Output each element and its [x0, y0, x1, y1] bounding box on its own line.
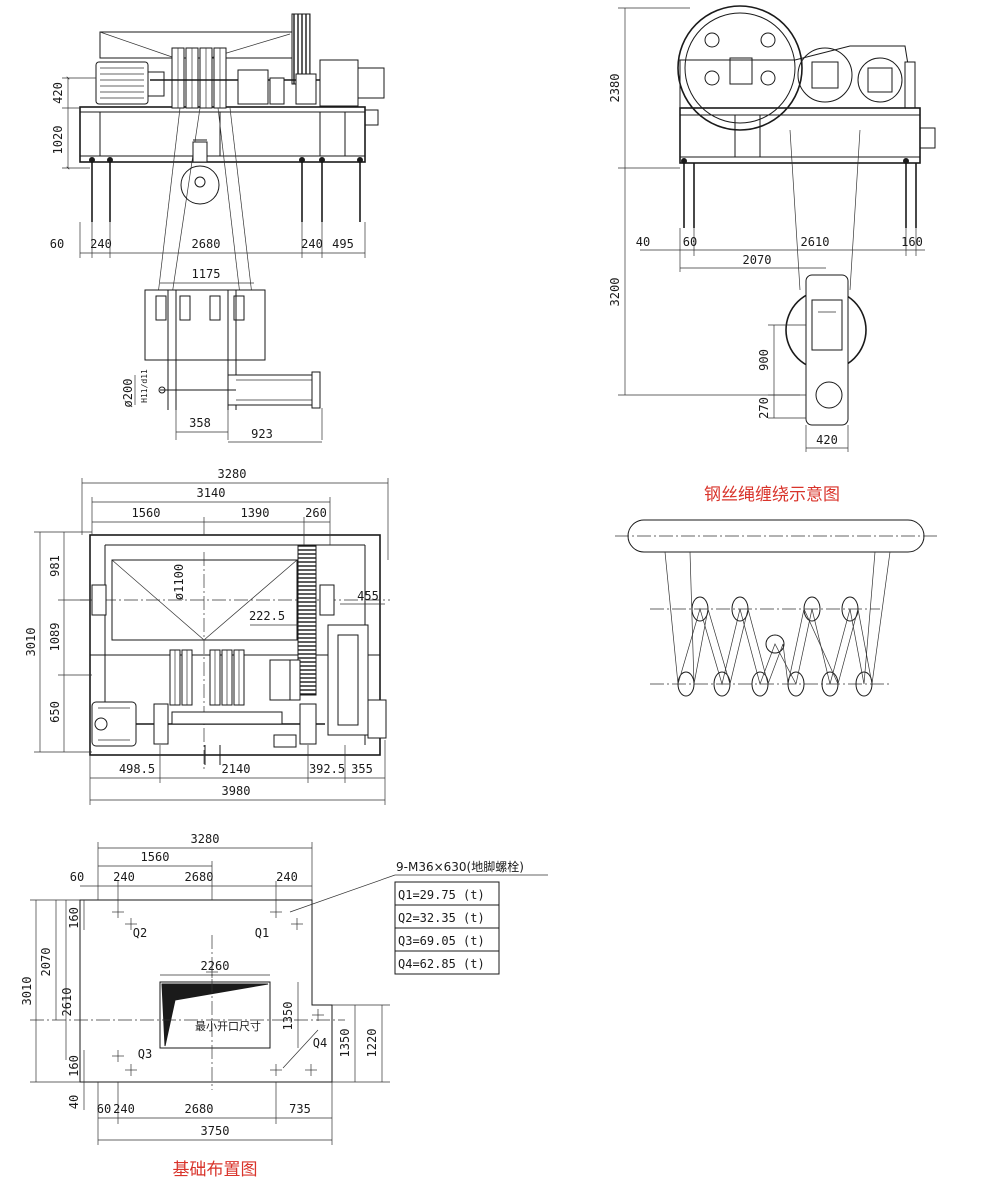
front-dim-h-1: 240 — [90, 237, 112, 251]
point-label-q4: Q4 — [313, 1036, 327, 1050]
plan-dim-left-3: 650 — [48, 701, 62, 723]
front-drums — [171, 47, 227, 109]
found-dim-right-2: 1220 — [365, 1029, 379, 1058]
plan-motor — [91, 701, 137, 747]
foundation-layout: 基础布置图 最小开口尺寸 Q2 Q1 Q3 Q4 — [20, 832, 548, 1180]
side-dim-40: 40 — [636, 235, 650, 249]
found-dim-top-2: 60 — [70, 870, 84, 884]
plan-dim-top-4: 260 — [305, 506, 327, 520]
front-dim-v-1: 1020 — [51, 126, 65, 155]
foundation-title: 基础布置图 — [173, 1160, 258, 1180]
front-dim-v-0: 420 — [51, 82, 65, 104]
plan-view: 3280 3140 1560 1390 260 3010 981 1089 65… — [24, 467, 390, 805]
found-dim-bottom-2: 2680 — [185, 1102, 214, 1116]
found-dim-left-2: 2070 — [39, 948, 53, 977]
side-dim-2070: 2070 — [743, 253, 772, 267]
found-dim-right-1: 1350 — [338, 1029, 352, 1058]
front-anchor-bolts — [89, 157, 363, 222]
plan-dim-top-2: 1560 — [132, 506, 161, 520]
found-dim-left-1: 160 — [67, 907, 81, 929]
plan-dim-bottom-1: 2140 — [222, 762, 251, 776]
side-dim-2380: 2380 — [608, 74, 622, 103]
found-dim-bottom-1: 240 — [113, 1102, 135, 1116]
plan-frame — [89, 534, 381, 756]
plan-gear — [297, 544, 317, 696]
side-dim-900: 900 — [757, 349, 771, 371]
front-dim-h-0: 60 — [50, 237, 64, 251]
load-row-3: Q4=62.85 (t) — [398, 957, 485, 971]
front-guide-pulley — [180, 165, 220, 205]
plan-dim-bottom-2: 392.5 — [309, 762, 345, 776]
front-dim-1175: 1175 — [192, 267, 221, 281]
front-dim-923: 923 — [251, 427, 273, 441]
rope-diagram-title: 钢丝绳缠绕示意图 — [704, 485, 840, 505]
front-dim-h-3: 240 — [301, 237, 323, 251]
plan-dim-bottom-3: 355 — [351, 762, 373, 776]
side-gear — [797, 47, 853, 103]
pulley-block — [144, 289, 321, 410]
point-label-q2: Q2 — [133, 926, 147, 940]
plan-dim-top-1: 3140 — [197, 486, 226, 500]
plan-dim-455: 455 — [357, 589, 379, 603]
load-table: 9-M36×630(地脚螺栓) Q1=29.75 (t) Q2=32.35 (t… — [394, 859, 524, 975]
found-dim-top-0: 3280 — [191, 832, 220, 846]
load-row-2: Q3=69.05 (t) — [398, 934, 485, 948]
point-label-q1: Q1 — [255, 926, 269, 940]
opening-label: 最小开口尺寸 — [195, 1019, 261, 1033]
side-view: 2380 3200 900 270 40 60 2610 160 2070 42… — [608, 5, 936, 452]
front-dim-h-4: 495 — [332, 237, 354, 251]
front-dim-358: 358 — [189, 416, 211, 430]
side-dim-160: 160 — [901, 235, 923, 249]
front-diameter-label: ø200 — [121, 379, 135, 408]
plan-dimensions: 3280 3140 1560 1390 260 3010 981 1089 65… — [24, 467, 389, 805]
found-dim-top-5: 240 — [276, 870, 298, 884]
plan-dim-left-1: 981 — [48, 555, 62, 577]
found-dim-left-0: 3010 — [20, 977, 34, 1006]
found-dim-top-1: 1560 — [141, 850, 170, 864]
rope-sheaves — [677, 596, 873, 697]
found-dim-left-5: 40 — [67, 1095, 81, 1109]
found-dim-top-3: 240 — [113, 870, 135, 884]
side-dim-2610: 2610 — [801, 235, 830, 249]
minimum-opening — [159, 981, 271, 1049]
found-dim-right-0: 1350 — [281, 1002, 295, 1031]
plan-dim-top-0: 3280 — [218, 467, 247, 481]
front-view: 420 1020 60 240 2680 240 495 1175 358 92… — [50, 13, 385, 443]
found-dim-bottom-0: 60 — [97, 1102, 111, 1116]
plan-dim-bottom-0: 498.5 — [119, 762, 155, 776]
found-dim-bottom-3: 735 — [289, 1102, 311, 1116]
front-base-frame — [79, 106, 366, 163]
side-dim-3200: 3200 — [608, 278, 622, 307]
side-dim-60: 60 — [683, 235, 697, 249]
side-drum — [677, 5, 803, 131]
front-dim-h-2: 2680 — [192, 237, 221, 251]
plan-dim-222: 222.5 — [249, 609, 285, 623]
found-dim-2260: 2260 — [201, 959, 230, 973]
front-gearbox — [319, 59, 359, 107]
bolt-spec: 9-M36×630(地脚螺栓) — [396, 859, 524, 874]
load-row-1: Q2=32.35 (t) — [398, 911, 485, 925]
front-fit-label: H11/d11 — [140, 369, 149, 403]
found-dim-left-3: 2610 — [60, 988, 74, 1017]
found-dim-left-4: 160 — [67, 1055, 81, 1077]
side-pulley-block — [785, 274, 867, 426]
plan-dim-diameter: ø1100 — [172, 564, 186, 600]
found-dim-bottom-4: 3750 — [201, 1124, 230, 1138]
plan-dim-left-2: 1089 — [48, 623, 62, 652]
side-dimensions: 2380 3200 900 270 40 60 2610 160 2070 42… — [608, 7, 925, 452]
rope-winding-diagram: 钢丝绳缠绕示意图 — [615, 485, 940, 697]
load-row-0: Q1=29.75 (t) — [398, 888, 485, 902]
foundation-dimensions: 3280 1560 60 240 2680 240 3010 160 2070 … — [20, 832, 390, 1145]
side-base-frame — [679, 107, 921, 164]
found-dim-top-4: 2680 — [185, 870, 214, 884]
plan-dim-bottom-4: 3980 — [222, 784, 251, 798]
side-dim-420: 420 — [816, 433, 838, 447]
front-dimensions: 420 1020 60 240 2680 240 495 1175 358 92… — [50, 76, 366, 443]
point-label-q3: Q3 — [138, 1047, 152, 1061]
plan-dim-left-0: 3010 — [24, 628, 38, 657]
plan-drum-flanges — [169, 649, 245, 706]
side-dim-270: 270 — [757, 397, 771, 419]
plan-dim-top-3: 1390 — [241, 506, 270, 520]
